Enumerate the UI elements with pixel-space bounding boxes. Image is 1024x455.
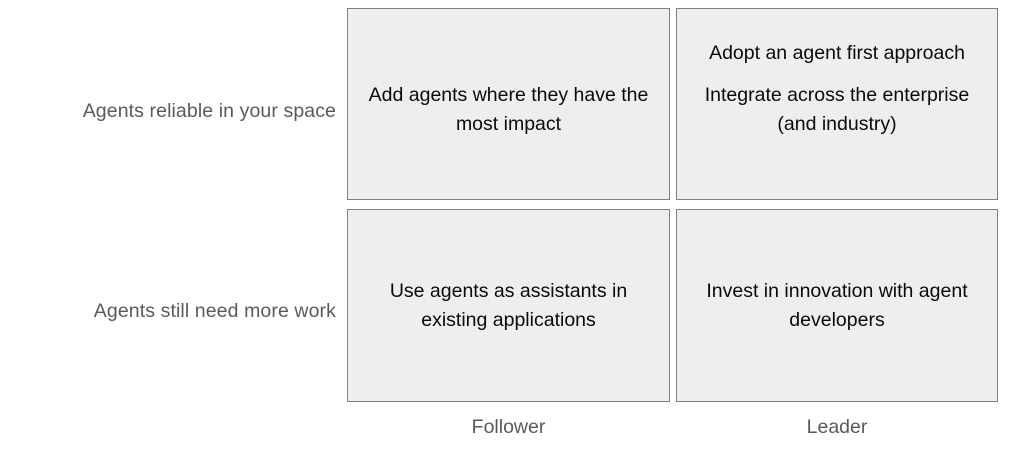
quadrant-top-right[interactable]: Adopt an agent first approach Integrate … bbox=[676, 8, 998, 200]
row-label-agents-reliable: Agents reliable in your space bbox=[82, 100, 336, 122]
quadrant-top-right-text-1: Adopt an agent first approach bbox=[709, 42, 965, 64]
quadrant-bottom-right[interactable]: Invest in innovation with agent develope… bbox=[676, 209, 998, 402]
quadrant-top-left[interactable]: Add agents where they have the most impa… bbox=[347, 8, 670, 200]
quadrant-bottom-left-text: Use agents as assistants in existing app… bbox=[389, 279, 628, 331]
quadrant-top-right-text-2: Integrate across the enterprise (and ind… bbox=[704, 84, 970, 135]
column-label-follower: Follower bbox=[471, 416, 546, 438]
quadrant-bottom-left[interactable]: Use agents as assistants in existing app… bbox=[347, 209, 670, 402]
row-label-agents-need-work: Agents still need more work bbox=[93, 300, 336, 322]
quadrant-bottom-right-text: Invest in innovation with agent develope… bbox=[706, 279, 968, 331]
quadrant-top-left-text: Add agents where they have the most impa… bbox=[368, 84, 649, 135]
column-label-leader: Leader bbox=[806, 416, 868, 438]
